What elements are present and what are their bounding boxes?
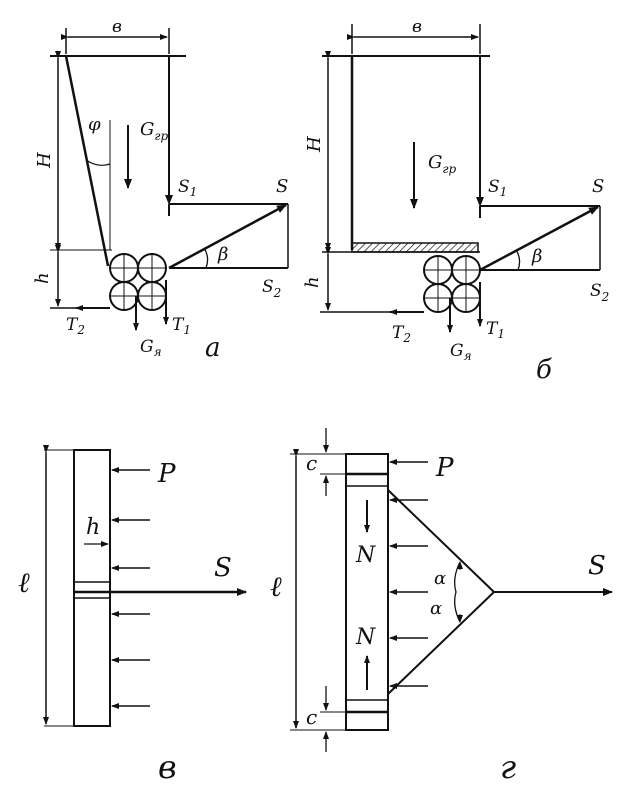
dim-l-label: ℓ: [270, 570, 282, 603]
S-label: S: [276, 176, 288, 197]
phi-label: φ: [88, 114, 101, 135]
N-top-label: N: [355, 543, 376, 568]
S1-label: S1: [178, 177, 197, 199]
beta-label: β: [531, 246, 542, 267]
panel-b: в H h Gгр β: [302, 17, 609, 385]
caption-a: а: [205, 333, 221, 363]
panel-a: в H h φ Gгр: [32, 17, 289, 363]
T2-label: T2: [392, 323, 411, 345]
caption-v: в: [158, 748, 177, 786]
panel-g: ℓ c c N N P α α S: [270, 428, 613, 786]
load-arrows: [111, 467, 150, 709]
S-label: S: [214, 553, 232, 583]
dim-c-bottom-label: c: [306, 705, 317, 729]
dim-h-label: h: [32, 272, 53, 284]
S-label: S: [588, 551, 606, 581]
N-bottom-label: N: [355, 625, 376, 650]
S1-label: S1: [488, 177, 507, 199]
alpha-bottom-label: α: [430, 598, 442, 619]
T1-label: T1: [486, 319, 505, 341]
load-arrows: [389, 459, 428, 689]
T1-label: T1: [172, 315, 191, 337]
S2-label: S2: [590, 281, 609, 304]
dim-l-label: ℓ: [18, 566, 30, 599]
S-label: S: [592, 176, 604, 197]
dim-h-label: h: [302, 276, 323, 288]
dim-b-label: в: [112, 17, 122, 37]
G-ya-label: Gя: [450, 341, 472, 363]
S2-label: S2: [262, 277, 281, 300]
G-gr-label: Gгр: [428, 152, 456, 176]
dim-b-label: в: [412, 17, 422, 37]
G-ya-label: Gя: [140, 337, 162, 359]
G-gr-label: Gгр: [140, 119, 168, 143]
dim-H-label: H: [34, 152, 55, 169]
tube-bundle: [109, 253, 167, 311]
dim-h-label: h: [86, 515, 100, 540]
caption-b: б: [536, 355, 552, 385]
caption-g: г: [500, 748, 516, 786]
P-label: P: [157, 459, 176, 489]
T2-label: T2: [66, 315, 85, 337]
dim-H-label: H: [304, 136, 325, 153]
dim-c-top-label: c: [306, 451, 317, 475]
P-label: P: [435, 453, 454, 483]
panel-v: ℓ h P S в: [18, 445, 247, 786]
tube-bundle: [423, 255, 481, 313]
beta-label: β: [217, 244, 228, 265]
alpha-top-label: α: [434, 568, 446, 589]
